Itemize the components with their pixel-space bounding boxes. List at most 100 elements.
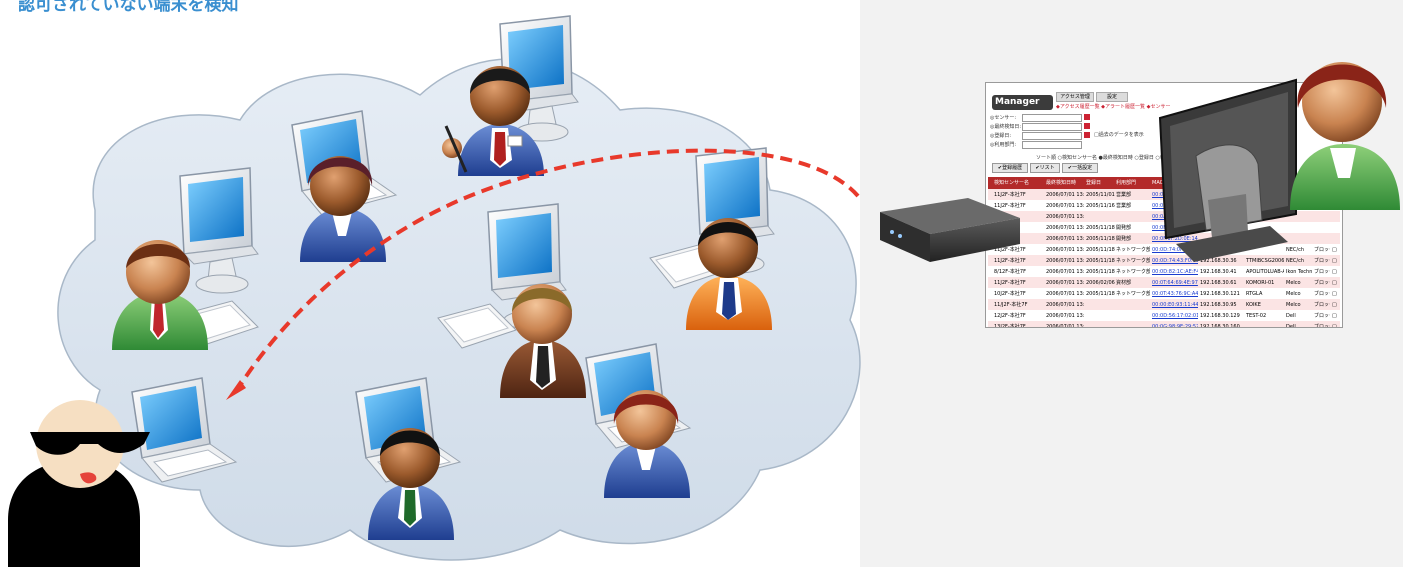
cell-reg: 2005/11/18 [1086,258,1115,264]
cell-check: □ [1332,324,1337,328]
cell-time: 2006/07/01 13:41 [1046,203,1084,209]
cell-mac[interactable]: 00:0T:64:69:4E:97 [1152,280,1198,286]
cell-time: 2006/07/01 13:40 [1046,247,1084,253]
form-field-sensor [1022,114,1082,122]
cell-dept: ネットワーク部 [1116,258,1150,264]
cell-ip: 192.168.30.61 [1200,280,1237,286]
cell-time: 2006/07/01 13:13 [1046,291,1084,297]
cell-reg: 2005/11/16 [1086,203,1115,209]
cell-time: 2006/07/01 13:41 [1046,192,1084,198]
cell-name: TTMIBCSG2006-NEC/ch [1246,258,1284,264]
cell-name: RTGLA [1246,291,1263,297]
column-header: 利用部門 [1116,180,1137,186]
cell-name: APOLITOLUAB-A [1246,269,1284,275]
screen-nav-links: ◆アクセス履歴一覧 ◆アラート履歴一覧 ◆センサー [1056,104,1171,110]
cell-time: 2006/07/01 13:41 [1046,214,1084,220]
cell-vendor: Dell [1286,313,1296,319]
cell-name: TEST-02 [1246,313,1267,319]
network-sensor-device-icon [880,198,1020,262]
cell-reg: 2006/02/06 [1086,280,1115,286]
cell-check: □ [1332,280,1337,286]
form-field-registered [1022,132,1082,140]
form-picker-registered [1084,132,1090,138]
cell-vendor: Dell [1286,324,1296,328]
cell-time: 2006/07/01 13:12 [1046,302,1084,308]
cell-check: □ [1332,302,1337,308]
cell-ip: 192.168.30.95 [1200,302,1237,308]
cell-sensor: 8/12F-本社7F [994,269,1026,275]
cell-ip: 192.168.30.129 [1200,313,1240,319]
cell-check: □ [1332,247,1337,253]
admin-monitor-icon [1158,78,1297,262]
cell-sensor: 11J2F-本社7F [994,258,1026,264]
cell-check: □ [1332,291,1337,297]
cell-time: 2006/07/01 13:40 [1046,258,1084,264]
cell-vendor: Melco [1286,302,1301,308]
cell-action: ブロック [1314,258,1330,264]
cell-check: □ [1332,313,1337,319]
cell-dept: ネットワーク部 [1116,269,1150,275]
action-list: ✔リスト [1030,163,1060,173]
cell-dept: ネットワーク部 [1116,247,1150,253]
cell-ip: 192.168.30.41 [1200,269,1237,275]
cell-action: ブロック [1314,291,1330,297]
cell-ip: 192.168.30.121 [1200,291,1240,297]
person-brown-suit-icon [500,284,586,398]
cell-dept: 資材部 [1116,280,1132,286]
screen-tab-access: アクセス管理 [1056,92,1094,102]
screen-tab-settings: 設定 [1096,92,1128,102]
cell-action: ブロック [1314,269,1330,275]
cell-name: KOMORI-01 [1246,280,1275,286]
person-bottom-blue-icon [368,428,454,540]
person-green-icon [112,240,208,350]
detection-arrow [234,148,860,394]
cell-dept: 開発部 [1116,225,1132,231]
cell-sensor: 11/J2F-本社7F [994,302,1028,308]
cell-reg: 2005/11/01 [1086,192,1115,198]
cell-check: □ [1332,258,1337,264]
person-woman-blue-icon [300,156,386,262]
form-label-last-detect: ◎最終検知日: [990,124,1022,130]
cell-sensor: 10J2F-本社7F [994,291,1026,297]
administrator-person-icon [1290,62,1400,210]
cell-mac[interactable]: 00:0G:98:9E:29:57 [1152,324,1198,328]
form-label-sensor: ◎センサー: [990,115,1017,121]
cell-reg: 2005/11/18 [1086,247,1115,253]
form-field-department [1022,141,1082,149]
cell-mac[interactable]: 00:0D:74:43:F0:66 [1152,258,1198,264]
cell-mac[interactable]: 00:0F:1F:2D:0E:14 [1152,236,1198,242]
cell-sensor: 11J2F-本社7F [994,203,1026,209]
table-row: 11/J2F-本社7F 2006/07/01 13:12 00:00:E0:93:1… [988,299,1340,311]
action-history: ✔登録履歴 [992,163,1028,173]
person-woman-right-icon [604,390,690,498]
form-picker-last-detect [1084,123,1090,129]
cell-mac[interactable]: 00:0D:56:17:02:01 [1152,313,1198,319]
action-bulk: ✔一括設定 [1062,163,1098,173]
table-row: 11J2F-本社7F 2006/07/01 13:402005/11/18ネットワ… [988,255,1340,267]
hacker-icon [8,400,150,567]
cell-action: ブロック [1314,247,1330,253]
cell-reg: 2005/11/18 [1086,225,1115,231]
form-picker-sensor [1084,114,1090,120]
cell-vendor: NEC/ch [1286,258,1304,264]
cell-time: 2006/07/01 13:40 [1046,225,1084,231]
cell-sensor: 11J2F-本社7F [994,280,1026,286]
form-past-data-note: □過去のデータを表示 [1094,132,1144,138]
cell-mac[interactable]: 00:0D:82:1C:AE:F4 [1152,269,1198,275]
manager-logo: Manager [992,95,1053,110]
cell-mac[interactable]: 00:0D:74:0F:60:E3 [1152,247,1198,253]
form-label-registered: ◎登録日: [990,133,1012,139]
cell-check: □ [1332,269,1337,275]
cell-sensor: 11J2F-本社7F [994,247,1026,253]
cell-mac[interactable]: 00:00:E0:93:11:44 [1152,302,1198,308]
cell-reg: 2005/11/18 [1086,291,1115,297]
cell-sensor: 11J2F-本社7F [994,192,1026,198]
cell-mac[interactable]: 00:0T:43:76:9C:A4 [1152,291,1198,297]
form-field-last-detect [1022,123,1082,131]
cell-vendor: Melco [1286,280,1301,286]
